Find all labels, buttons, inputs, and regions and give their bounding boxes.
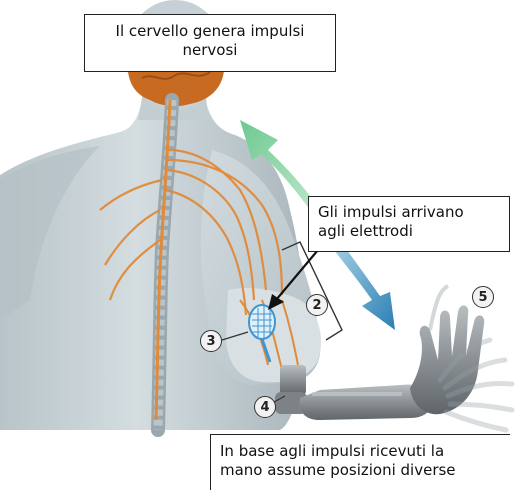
callout-electrodes-line2: agli elettrodi xyxy=(318,222,509,241)
callout-hand: In base agli impulsi ricevuti la mano as… xyxy=(210,434,510,490)
marker-5: 5 xyxy=(472,286,494,308)
marker-3-text: 3 xyxy=(206,334,215,349)
marker-4-text: 4 xyxy=(260,400,269,415)
callout-brain: Il cervello genera impulsi nervosi xyxy=(84,14,336,72)
marker-4: 4 xyxy=(254,396,276,418)
callout-electrodes-line1: Gli impulsi arrivano xyxy=(318,203,509,222)
callout-brain-line1: Il cervello genera impulsi xyxy=(85,22,335,41)
callout-hand-line1: In base agli impulsi ricevuti la xyxy=(220,442,510,461)
callout-electrodes: Gli impulsi arrivano agli elettrodi xyxy=(308,196,510,252)
callout-brain-line2: nervosi xyxy=(85,41,335,60)
marker-5-text: 5 xyxy=(478,290,487,305)
marker-2-text: 2 xyxy=(312,298,321,313)
callout-hand-line2: mano assume posizioni diverse xyxy=(220,461,510,480)
marker-2: 2 xyxy=(306,294,328,316)
marker-3: 3 xyxy=(200,330,222,352)
